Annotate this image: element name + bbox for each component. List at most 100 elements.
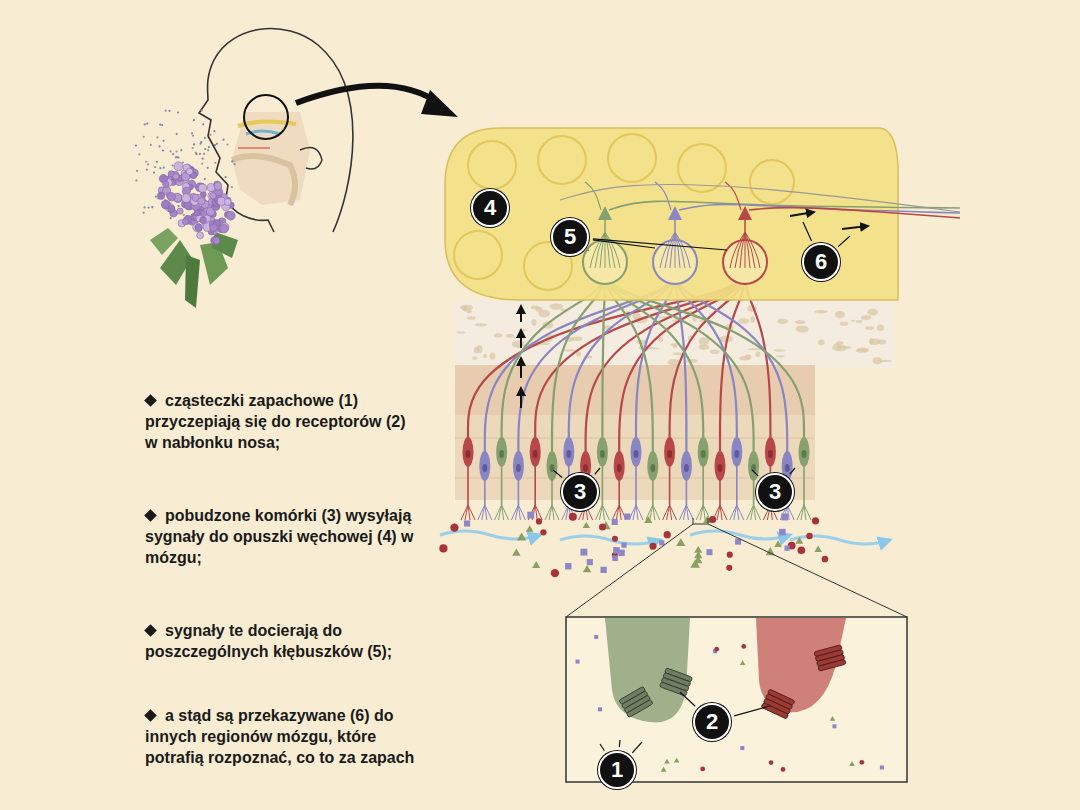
illustration-shape [518, 480, 520, 505]
illustration-shape [797, 505, 804, 520]
illustration-shape [159, 167, 161, 169]
illustration-shape [590, 232, 605, 268]
illustration-shape [667, 505, 670, 520]
head-profile [199, 29, 458, 232]
illustration-shape [674, 218, 676, 240]
illustration-shape [773, 349, 785, 351]
illustration-shape [750, 160, 794, 204]
illustration-shape [520, 388, 522, 408]
illustration-shape [518, 505, 525, 520]
illustration-shape [720, 284, 744, 452]
illustration-shape [201, 110, 203, 112]
illustration-shape [182, 194, 191, 203]
illustration-shape [512, 340, 525, 347]
illustration-shape [178, 205, 180, 207]
bullet-diamond [144, 624, 157, 637]
illustration-shape [747, 348, 760, 350]
illustration-shape [501, 466, 503, 505]
illustration-shape [472, 356, 477, 360]
illustration-shape [736, 466, 738, 505]
illustration-shape [796, 325, 809, 332]
illustration-shape [212, 232, 238, 258]
illustration-shape [867, 309, 878, 316]
illustration-shape [169, 150, 171, 152]
illustration-shape [163, 181, 169, 187]
illustration-shape [467, 466, 469, 505]
illustration-shape [233, 163, 235, 165]
illustration-shape [650, 505, 653, 520]
illustration-shape [600, 450, 605, 458]
illustration-shape [454, 231, 502, 279]
illustration-shape [467, 316, 476, 320]
illustration-shape [533, 450, 538, 458]
illustration-shape [232, 112, 310, 205]
leader-line [838, 236, 850, 247]
illustration-shape [740, 746, 744, 750]
illustration-shape [598, 707, 602, 711]
illustration-shape [193, 223, 202, 232]
illustration-shape [455, 300, 895, 368]
illustration-shape [686, 480, 688, 505]
illustration-shape [604, 218, 606, 240]
caption-text: cząsteczki zapachowe (1) przyczepiają si… [145, 390, 417, 453]
illustration-shape [756, 618, 846, 712]
illustration-shape [195, 224, 202, 231]
illustration-shape [608, 134, 656, 182]
illustration-shape [609, 284, 703, 438]
illustration-shape [612, 519, 618, 525]
illustration-shape [186, 168, 193, 175]
illustration-shape [659, 540, 664, 545]
illustration-shape [617, 464, 622, 472]
illustration-shape [795, 320, 806, 324]
callout-number: 1 [598, 751, 636, 789]
illustration-shape [740, 660, 746, 665]
caption-text: pobudzone komórki (3) wysyłają sygnały d… [145, 505, 417, 568]
illustration-shape [595, 505, 602, 520]
illustration-shape [552, 284, 603, 452]
illustration-shape [597, 437, 608, 467]
illustration-shape [532, 561, 540, 568]
illustration-shape [161, 124, 163, 126]
illustration-shape [653, 505, 660, 520]
leader-line [600, 744, 604, 751]
illustration-shape [605, 232, 620, 268]
illustration-shape [624, 514, 630, 520]
illustration-shape [745, 232, 760, 268]
illustration-shape [710, 349, 720, 354]
illustration-shape [849, 761, 855, 766]
illustration-shape [605, 618, 690, 722]
illustration-shape [143, 136, 145, 138]
illustration-shape [781, 767, 786, 772]
illustration-shape [552, 505, 559, 520]
illustration-shape [199, 29, 353, 232]
illustration-shape [520, 306, 522, 322]
illustration-shape [494, 333, 502, 337]
illustration-shape [856, 320, 863, 323]
illustration-shape [644, 516, 652, 523]
illustration-shape [822, 556, 829, 563]
illustration-shape [476, 345, 482, 353]
illustration-shape [751, 505, 754, 520]
illustration-shape [635, 466, 637, 505]
illustration-shape [769, 760, 774, 765]
illustration-shape [599, 505, 602, 520]
illustration-shape [165, 110, 167, 112]
illustration-shape [527, 512, 534, 519]
illustration-shape [790, 212, 814, 216]
illustration-shape [714, 647, 719, 652]
illustration-shape [731, 437, 742, 467]
illustration-shape [168, 110, 170, 112]
illustration-shape [204, 178, 206, 180]
illustration-shape [499, 450, 504, 458]
illustration-shape [737, 505, 744, 520]
illustration-shape [677, 284, 736, 438]
illustration-shape [520, 330, 522, 348]
illustration-shape [440, 531, 540, 539]
leader-line [593, 239, 727, 250]
illustration-shape [177, 208, 183, 214]
illustration-shape [536, 518, 542, 524]
illustration-shape [300, 148, 322, 169]
illustration-shape [551, 569, 559, 577]
illustration-shape [138, 153, 140, 155]
illustration-shape [172, 164, 174, 166]
